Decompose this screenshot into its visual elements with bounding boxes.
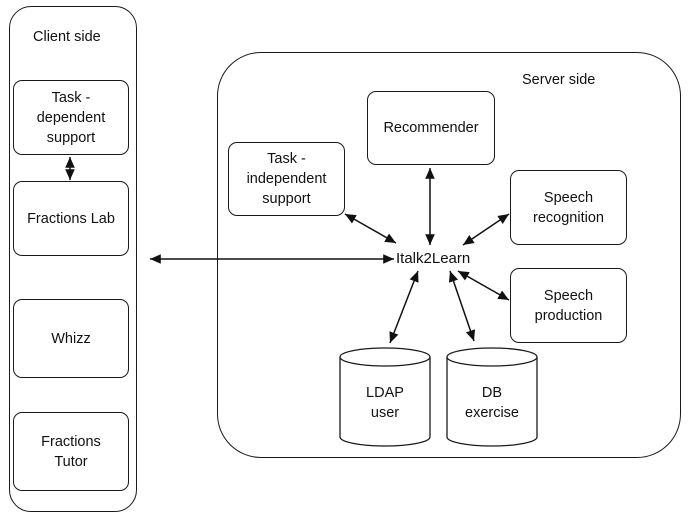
task-dependent-support-box: Task - dependent support [13,80,129,155]
db-exercise-cylinder [446,357,538,447]
arrow-db-to-italk2learn [448,270,476,342]
db-exercise-label: DB exercise [465,385,519,421]
arrow-ldap-to-italk2learn [389,270,419,344]
whizz-box: Whizz [13,299,129,378]
fractions-lab-box: Fractions Lab [13,181,129,256]
speech-production-box: Speech production [510,268,627,343]
server-side-title: Server side [522,72,596,88]
arrow-speech-production-to-italk2learn [457,270,510,301]
db-exercise-cylinder-top [446,347,538,367]
recommender-box: Recommender [367,91,495,165]
ldap-user-cylinder-top [339,347,431,367]
italk2learn-hub: Italk2Learn [395,250,472,267]
arrow-task-independent-to-italk2learn [344,213,397,244]
ldap-user-cylinder [339,357,431,447]
task-independent-support-box: Task - independent support [228,142,345,216]
speech-recognition-box: Speech recognition [510,170,627,245]
ldap-user-label: LDAP user [366,385,404,421]
fractions-tutor-box: Fractions Tutor [13,412,129,491]
arrow-speech-recognition-to-italk2learn [462,213,510,246]
client-side-title: Client side [33,29,101,45]
